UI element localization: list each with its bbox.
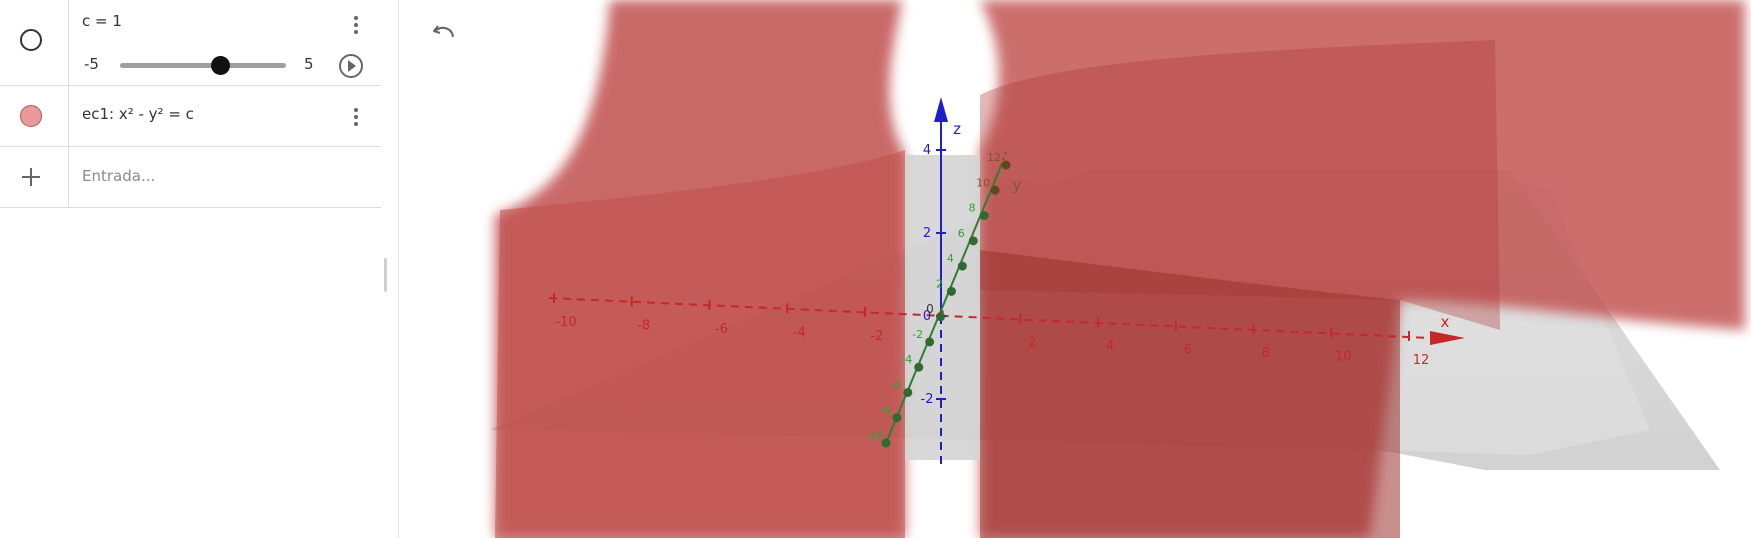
slider-knob[interactable] — [210, 56, 230, 75]
x-axis-tick-label: -4 — [793, 325, 806, 340]
y-axis-tick-label: 4 — [947, 252, 954, 265]
y-axis-tick-label: -8 — [879, 404, 890, 417]
y-axis-tick — [881, 438, 891, 448]
undo-icon[interactable] — [430, 20, 460, 46]
z-axis-tick-label: -2 — [921, 392, 934, 407]
visibility-toggle-slider[interactable] — [20, 29, 42, 51]
x-axis-tick-label: 2 — [1028, 336, 1036, 351]
y-axis-tick-label: 8 — [969, 202, 976, 215]
slider-max-label: 5 — [304, 55, 314, 73]
marble-column — [0, 86, 69, 146]
y-axis-tick — [968, 236, 978, 246]
x-axis-arrow — [1430, 331, 1465, 345]
z-axis-tick-label: 4 — [923, 143, 931, 158]
z-axis-arrow — [934, 97, 948, 122]
z-axis-tick-label: 2 — [923, 226, 931, 241]
surface-sheet-right-shade — [980, 40, 1500, 330]
visibility-toggle-equation[interactable] — [20, 105, 42, 127]
z-axis-label: z — [953, 120, 961, 138]
y-axis-tick-label: -2 — [912, 328, 923, 341]
marble-column — [0, 0, 69, 85]
y-axis-label: y — [1013, 176, 1022, 194]
y-axis-tick-label: 10 — [976, 176, 990, 189]
y-axis-tick-label: -6 — [890, 378, 901, 391]
x-axis-tick-label: -6 — [715, 322, 728, 337]
y-axis-tick-label: 2 — [936, 277, 943, 290]
x-axis-tick-label: -2 — [870, 329, 883, 344]
y-axis-tick — [892, 413, 902, 423]
slider-min-label: -5 — [84, 55, 99, 73]
y-axis-tick — [990, 185, 1000, 195]
z-axis-tick-label: 0 — [923, 309, 931, 324]
input-row[interactable]: Entrada... — [0, 147, 381, 208]
equation-row[interactable]: ec1: x² - y² = c — [0, 86, 381, 147]
x-axis-tick-label: 4 — [1106, 339, 1114, 354]
x-axis-tick-label: -8 — [637, 318, 650, 333]
y-axis-tick — [946, 286, 956, 296]
x-axis-tick-label: 12 — [1413, 353, 1430, 368]
resize-handle[interactable] — [384, 258, 387, 292]
algebra-view: c = 1 -5 5 ec1: x² - y² = c Entrada... — [0, 0, 399, 538]
marble-column — [0, 147, 69, 207]
equation-text[interactable]: ec1: x² - y² = c — [82, 105, 194, 123]
x-axis-label: x — [1441, 313, 1450, 331]
x-axis-tick-label: 6 — [1184, 343, 1192, 358]
surface-sheet-left-front — [495, 150, 905, 538]
y-axis-tick — [914, 362, 924, 372]
y-axis-tick-label: -4 — [901, 353, 912, 366]
y-axis-tick-label: 6 — [958, 227, 965, 240]
y-axis-tick — [979, 211, 989, 221]
x-axis-line — [548, 297, 1431, 339]
y-axis-tick — [957, 261, 967, 271]
more-vertical-icon[interactable] — [353, 16, 359, 37]
x-axis-tick-label: 8 — [1261, 346, 1269, 361]
y-axis-tick-label: 12 — [987, 151, 1001, 164]
y-axis-tick — [936, 312, 946, 322]
y-axis-tick — [925, 337, 935, 347]
slider-row[interactable]: c = 1 -5 5 — [0, 0, 381, 86]
x-axis-tick-label: 10 — [1335, 350, 1352, 365]
slider-label[interactable]: c = 1 — [82, 12, 122, 30]
origin-label: 0 — [926, 302, 934, 316]
y-axis-tick — [903, 387, 913, 397]
more-vertical-icon[interactable] — [353, 108, 359, 129]
x-axis-tick-label: -10 — [555, 315, 576, 330]
y-axis-tick-label: -10 — [865, 429, 883, 442]
slider-track[interactable] — [120, 63, 286, 68]
play-circle-icon[interactable] — [338, 53, 364, 79]
y-axis-tick — [1001, 160, 1011, 170]
plus-icon[interactable] — [21, 167, 41, 187]
input-placeholder[interactable]: Entrada... — [82, 167, 156, 185]
